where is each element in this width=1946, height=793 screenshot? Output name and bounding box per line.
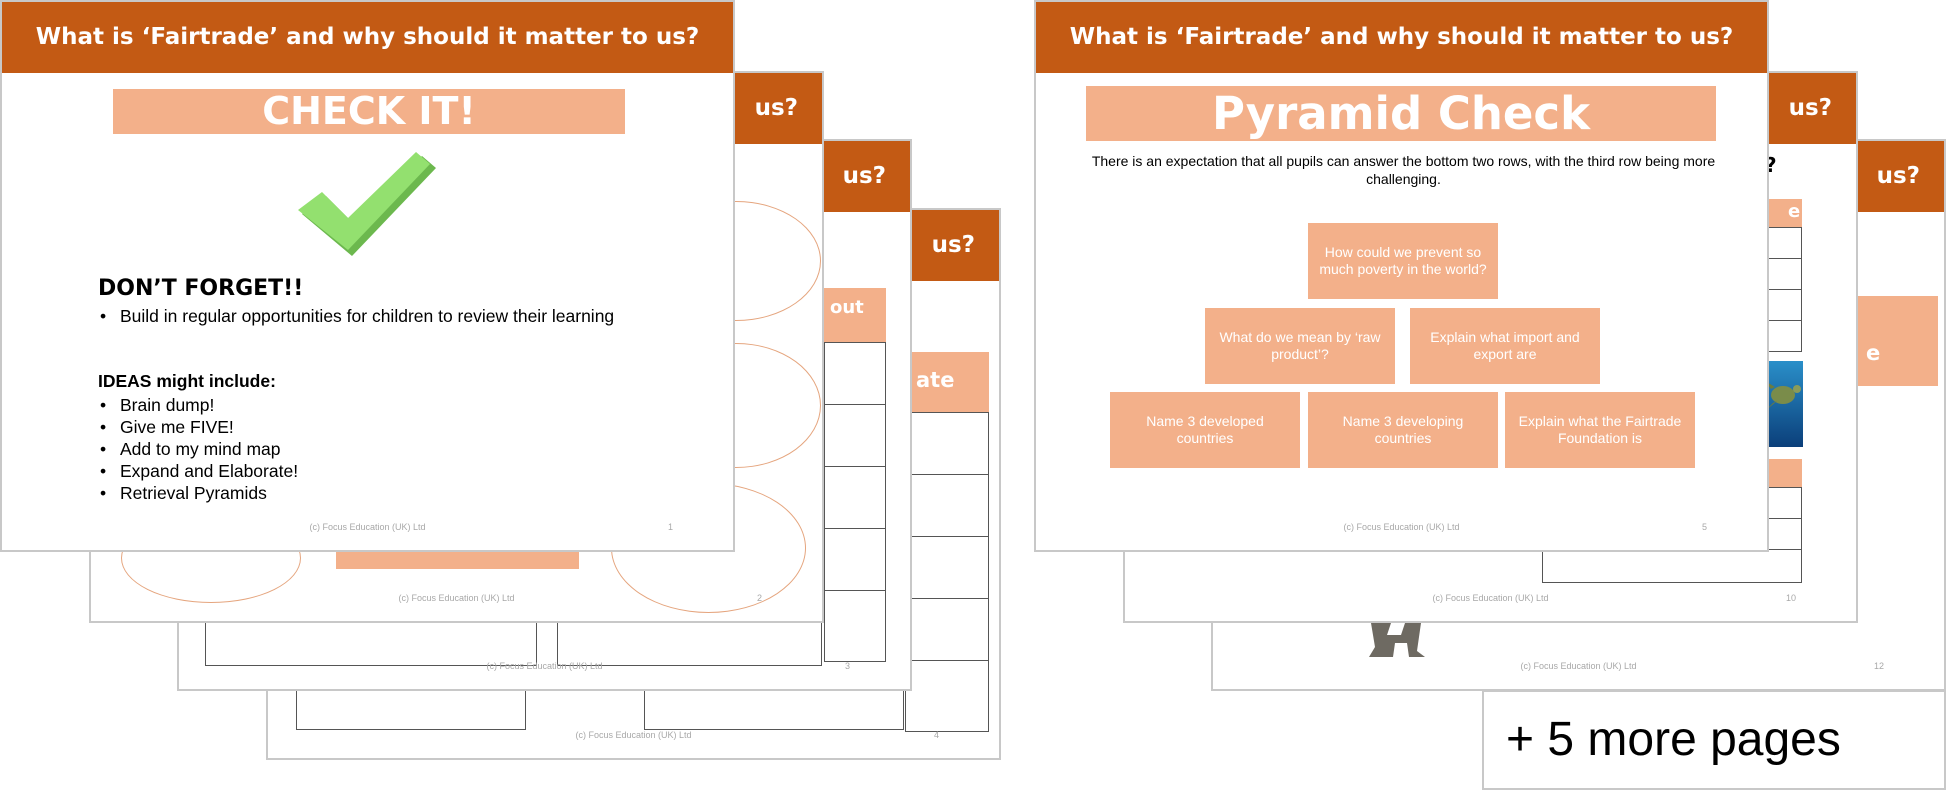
list-item: Give me FIVE! (98, 416, 638, 438)
footer-text: (c) Focus Education (UK) Ltd (1432, 593, 1549, 603)
pyramid-box: How could we prevent so much poverty in … (1308, 223, 1498, 299)
list-item: Expand and Elaborate! (98, 460, 638, 482)
footer-text: (c) Focus Education (UK) Ltd (1343, 522, 1460, 532)
pyramid-box: Explain what the Fairtrade Foundation is (1505, 392, 1695, 468)
page-number: 1 (667, 522, 673, 532)
ideas-list: Brain dump! Give me FIVE! Add to my mind… (98, 394, 638, 504)
page-number: 5 (1701, 522, 1707, 532)
footer-text: (c) Focus Education (UK) Ltd (398, 593, 515, 603)
list-item: Retrieval Pyramids (98, 482, 638, 504)
pyramid-box: What do we mean by ‘raw product’? (1205, 308, 1395, 384)
peach-label: e (1866, 341, 1881, 365)
more-pages-label[interactable]: + 5 more pages (1482, 690, 1946, 790)
turtle-image (1765, 361, 1803, 447)
answer-box (205, 611, 537, 666)
pyramid-check-banner: Pyramid Check (1086, 86, 1716, 141)
dont-forget-heading: DON’T FORGET!! (98, 276, 304, 301)
expectation-text: There is an expectation that all pupils … (1091, 153, 1716, 187)
slide-1[interactable]: What is ‘Fairtrade’ and why should it ma… (0, 0, 735, 552)
peach-label-box (824, 288, 886, 342)
list-item: Build in regular opportunities for child… (98, 305, 638, 327)
answer-box (296, 690, 526, 730)
pyramid-box: Name 3 developed countries (1110, 392, 1300, 468)
check-icon (298, 152, 436, 256)
ideas-heading: IDEAS might include: (98, 371, 276, 391)
slide-header: What is ‘Fairtrade’ and why should it ma… (2, 2, 733, 73)
check-it-banner: CHECK IT! (113, 89, 625, 134)
slide-header: What is ‘Fairtrade’ and why should it ma… (1036, 2, 1767, 73)
page-number: 12 (1873, 661, 1884, 671)
grid-column (905, 412, 989, 732)
peach-label: e (1788, 201, 1801, 222)
footer-text: (c) Focus Education (UK) Ltd (575, 730, 692, 740)
footer-text: (c) Focus Education (UK) Ltd (309, 522, 426, 532)
list-item: Add to my mind map (98, 438, 638, 460)
page-number: 2 (756, 593, 762, 603)
pyramid-box: Name 3 developing countries (1308, 392, 1498, 468)
page-number: 4 (933, 730, 939, 740)
pyramid-box: Explain what import and export are (1410, 308, 1600, 384)
peach-label-box (905, 352, 989, 412)
peach-label: out (830, 297, 864, 318)
grid-column (824, 342, 886, 662)
footer-text: (c) Focus Education (UK) Ltd (1520, 661, 1637, 671)
footer-text: (c) Focus Education (UK) Ltd (486, 661, 603, 671)
peach-label-box (1858, 296, 1938, 386)
question-peek: ? (1765, 153, 1777, 177)
slide-5[interactable]: What is ‘Fairtrade’ and why should it ma… (1034, 0, 1769, 552)
list-item: Brain dump! (98, 394, 638, 416)
page-number: 3 (844, 661, 850, 671)
figure-image (1369, 623, 1425, 657)
answer-box (644, 690, 904, 730)
page-number: 10 (1785, 593, 1796, 603)
review-list: Build in regular opportunities for child… (98, 305, 638, 327)
answer-box (557, 611, 822, 666)
peach-label: ate (916, 368, 955, 392)
